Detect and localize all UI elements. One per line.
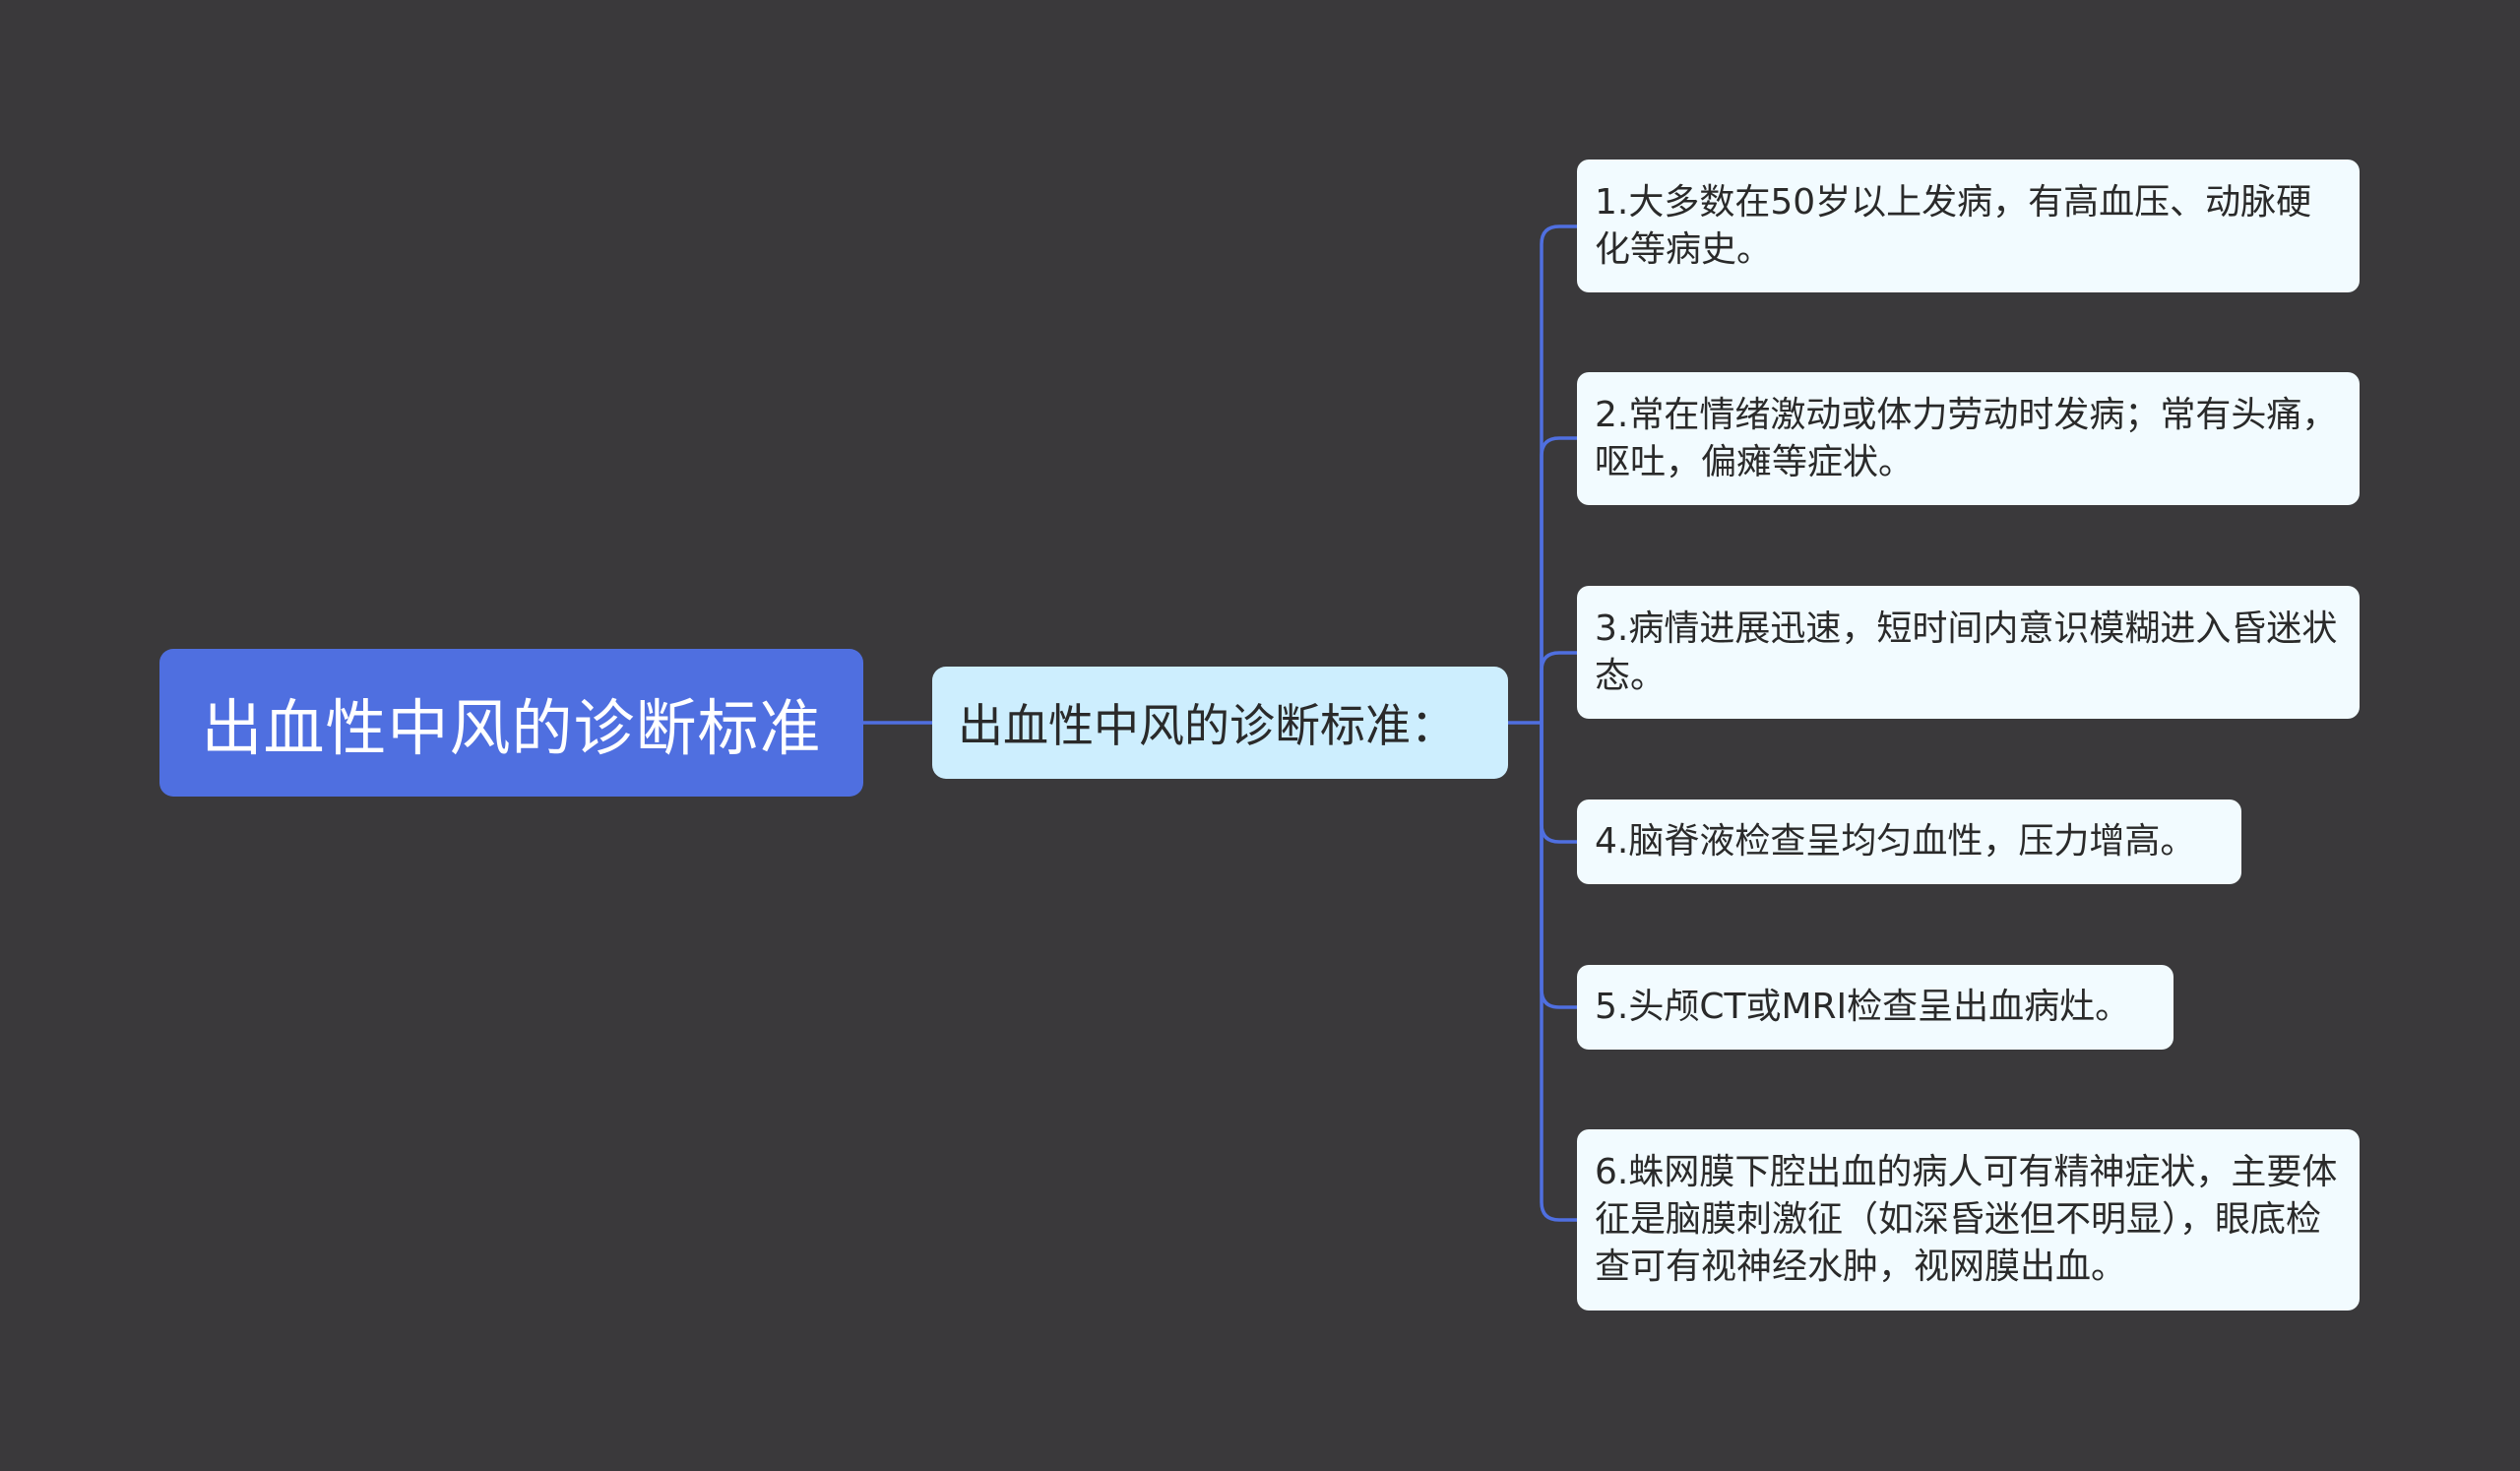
leaf-connector-2 bbox=[1540, 436, 1577, 723]
leaf-connector-5 bbox=[1540, 723, 1577, 1009]
root-topic-label: 出血性中风的诊断标准 bbox=[201, 692, 822, 764]
leaf-topic-label-4: 4.脑脊液检查呈均匀血性，压力增高。 bbox=[1595, 821, 2196, 862]
leaf-topic-node-4[interactable]: 4.脑脊液检查呈均匀血性，压力增高。 bbox=[1577, 799, 2241, 884]
leaf-topic-label-2: 2.常在情绪激动或体力劳动时发病；常有头痛，呕吐，偏瘫等症状。 bbox=[1595, 395, 2338, 482]
leaf-topic-label-6: 6.蛛网膜下腔出血的病人可有精神症状，主要体征是脑膜刺激征（如深昏迷但不明显），… bbox=[1595, 1152, 2338, 1287]
leaf-topic-node-5[interactable]: 5.头颅CT或MRI检查呈出血病灶。 bbox=[1577, 965, 2174, 1050]
leaf-topic-label-5: 5.头颅CT或MRI检查呈出血病灶。 bbox=[1595, 987, 2131, 1027]
leaf-topic-node-2[interactable]: 2.常在情绪激动或体力劳动时发病；常有头痛，呕吐，偏瘫等症状。 bbox=[1577, 372, 2360, 505]
branch-topic-label: 出血性中风的诊断标准： bbox=[958, 699, 1456, 752]
leaf-topic-node-6[interactable]: 6.蛛网膜下腔出血的病人可有精神症状，主要体征是脑膜刺激征（如深昏迷但不明显），… bbox=[1577, 1129, 2360, 1311]
root-topic-node[interactable]: 出血性中风的诊断标准 bbox=[159, 649, 863, 797]
leaf-connector-4 bbox=[1540, 723, 1577, 844]
leaf-topic-label-1: 1.大多数在50岁以上发病，有高血压、动脉硬化等病史。 bbox=[1595, 182, 2312, 270]
leaf-connector-3 bbox=[1540, 651, 1577, 723]
leaf-topic-node-3[interactable]: 3.病情进展迅速，短时间内意识模糊进入昏迷状态。 bbox=[1577, 586, 2360, 719]
leaf-connector-1 bbox=[1540, 224, 1577, 723]
leaf-topic-label-3: 3.病情进展迅速，短时间内意识模糊进入昏迷状态。 bbox=[1595, 608, 2338, 696]
leaf-connector-6 bbox=[1540, 723, 1577, 1222]
leaf-topic-node-1[interactable]: 1.大多数在50岁以上发病，有高血压、动脉硬化等病史。 bbox=[1577, 160, 2360, 292]
branch-topic-node[interactable]: 出血性中风的诊断标准： bbox=[932, 667, 1508, 779]
